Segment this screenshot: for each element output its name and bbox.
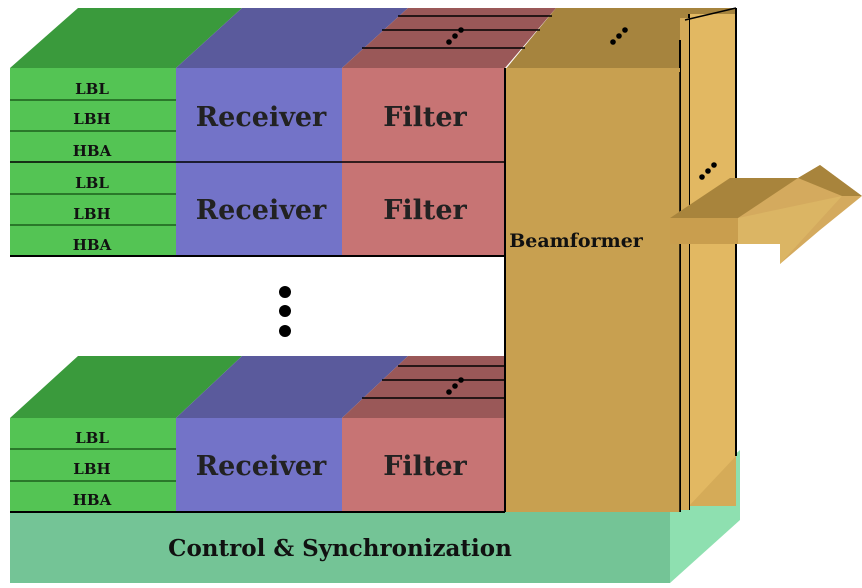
band-label-hba: HBA — [73, 142, 112, 160]
receiver-label: Receiver — [196, 102, 327, 133]
band-label-lbh: LBH — [73, 205, 110, 223]
beamformer-front — [505, 68, 680, 512]
lower-antenna-top — [10, 356, 242, 418]
band-label-lbh: LBH — [73, 110, 110, 128]
filter-label: Filter — [383, 451, 467, 482]
beamformer-label: Beamformer — [509, 230, 644, 252]
lower-filter-top — [342, 356, 505, 418]
lower-filter-column — [342, 418, 505, 512]
filter-more-dots-icon — [446, 27, 464, 45]
lower-receiver-column — [176, 418, 342, 512]
lower-receiver-top — [176, 356, 408, 418]
beamformer-side-dots-icon — [699, 162, 717, 180]
upper-stack: LBL LBH HBA Receiver Filter LBL LBH HBA … — [10, 8, 628, 257]
more-stacks-dots-icon — [279, 286, 291, 337]
band-label-hba: HBA — [73, 236, 112, 254]
beamformer-more-dots-icon — [610, 27, 628, 45]
control-sync-label: Control & Synchronization — [168, 535, 512, 562]
lower-stack: LBL LBH HBA Receiver Filter — [10, 356, 505, 513]
receiver-label: Receiver — [196, 195, 327, 226]
receiver-label: Receiver — [196, 451, 327, 482]
beamformer-top-face — [505, 8, 736, 72]
control-sync-block: Control & Synchronization — [10, 450, 740, 583]
lower-antenna-column — [10, 418, 176, 512]
beamformer-stack — [505, 7, 737, 512]
beamformer-layer-2 — [680, 18, 689, 510]
upper-group-2: LBL LBH HBA Receiver Filter — [73, 174, 468, 254]
beamformer-layer-3 — [689, 14, 736, 506]
band-label-lbh: LBH — [73, 460, 110, 478]
band-label-lbl: LBL — [75, 80, 109, 98]
band-label-lbl: LBL — [75, 174, 109, 192]
beamformer-block: Beamformer — [504, 68, 717, 512]
output-arrow-icon — [670, 165, 862, 264]
upper-filter-top — [342, 8, 556, 68]
upper-antenna-top — [10, 8, 242, 68]
beamformer-layer-3-depth — [689, 456, 736, 506]
upper-group-1: LBL LBH HBA Receiver Filter — [73, 80, 468, 160]
filter-label: Filter — [383, 195, 467, 226]
band-label-hba: HBA — [73, 491, 112, 509]
control-sync-front — [10, 512, 670, 583]
upper-receiver-top — [176, 8, 408, 68]
filter-label: Filter — [383, 102, 467, 133]
band-label-lbl: LBL — [75, 429, 109, 447]
lower-filter-more-dots-icon — [446, 377, 464, 395]
